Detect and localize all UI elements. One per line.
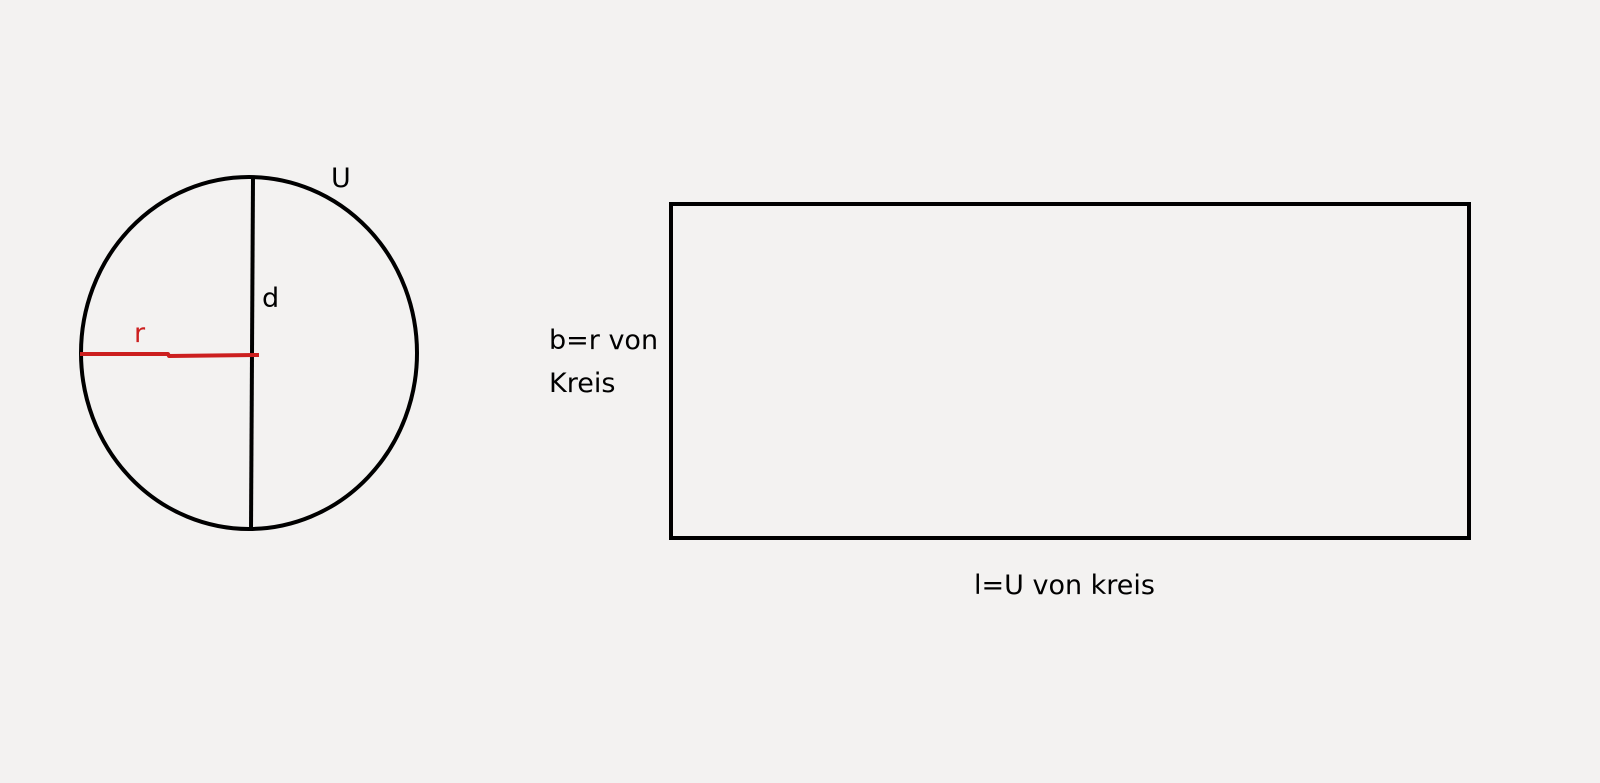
rect-width-label-line1: b=r von	[549, 325, 658, 356]
rectangle-outline	[669, 202, 1471, 540]
radius-label: r	[134, 318, 146, 349]
circumference-label: U	[331, 163, 351, 194]
radius-line	[80, 352, 260, 358]
diameter-label: d	[262, 283, 279, 314]
rect-width-label-line2: Kreis	[549, 368, 615, 399]
rect-length-label: l=U von kreis	[974, 570, 1155, 601]
